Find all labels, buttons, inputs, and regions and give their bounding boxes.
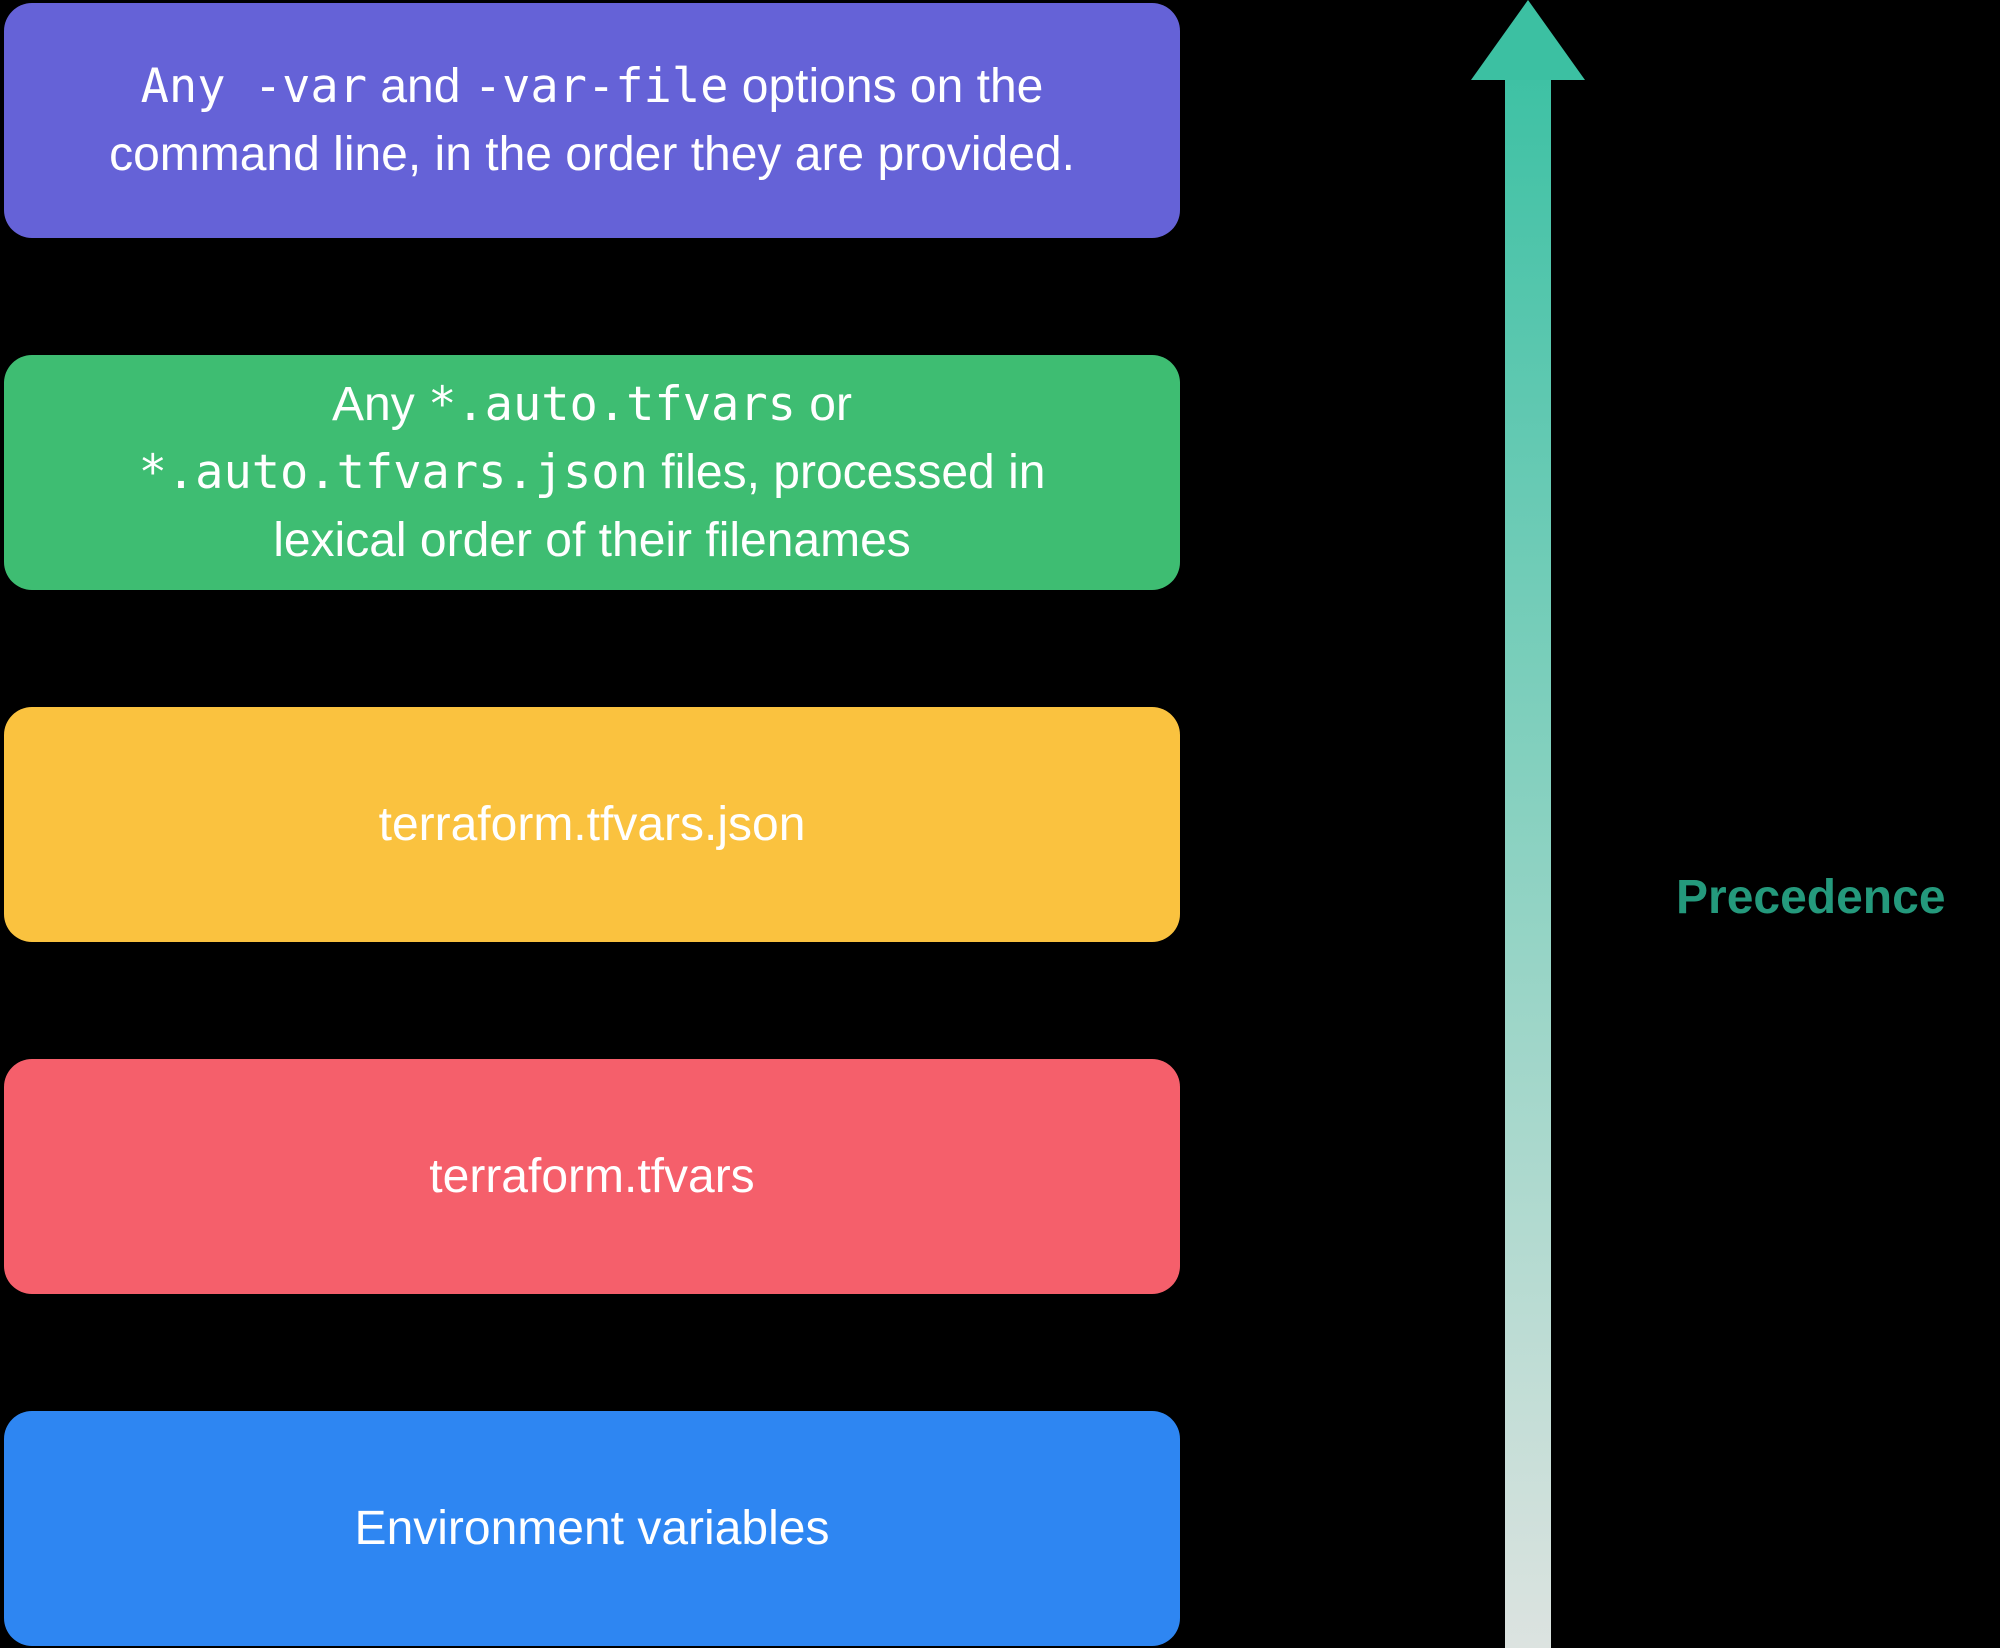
box-tfv-label: terraform.tfvars (429, 1149, 755, 1203)
box-auto-line-2: *.auto.tfvars.json files, processed in (138, 444, 1046, 500)
box-tjson-label: terraform.tfvars.json (378, 797, 806, 851)
box-environment-variables: Environment variables (4, 1411, 1180, 1646)
box-auto-line-3: lexical order of their filenames (273, 513, 911, 567)
box-auto-line-1: Any *.auto.tfvars or (332, 376, 852, 432)
box-cli-line-1: Any -var and -var-file options on the (140, 58, 1044, 114)
precedence-arrow-shaft (1505, 72, 1551, 1648)
precedence-label: Precedence (1676, 871, 1946, 924)
box-cli-var-options: Any -var and -var-file options on the co… (4, 3, 1180, 238)
precedence-arrow-up-icon (1471, 0, 1585, 80)
box-cli-line-2: command line, in the order they are prov… (109, 127, 1075, 181)
box-auto-tfvars-files: Any *.auto.tfvars or *.auto.tfvars.json … (4, 355, 1180, 590)
box-terraform-tfvars: terraform.tfvars (4, 1059, 1180, 1294)
box-terraform-tfvars-json: terraform.tfvars.json (4, 707, 1180, 942)
box-env-label: Environment variables (354, 1501, 830, 1555)
